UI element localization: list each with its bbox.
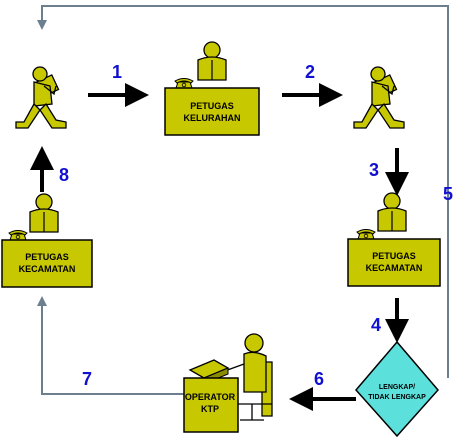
telephone-icon	[356, 229, 376, 240]
petugas-kecamatan-left-node: PETUGAS KECAMATAN	[1, 193, 93, 288]
clerk-at-desk-icon	[197, 41, 227, 81]
operator-ktp-label-line2: KTP	[201, 404, 219, 414]
operator-ktp-label-line1: OPERATOR	[185, 392, 236, 402]
operator-at-computer-icon	[188, 333, 273, 421]
petugas-kelurahan-label-line1: PETUGAS	[190, 101, 234, 111]
step-number-7: 7	[82, 369, 92, 389]
step-number-4: 4	[371, 315, 381, 335]
telephone-icon	[174, 78, 194, 89]
telephone-icon	[8, 230, 28, 241]
petugas-kecamatan-left-label-line2: KECAMATAN	[19, 264, 76, 274]
arrow-7	[37, 296, 184, 395]
operator-ktp-node: OPERATOR KTP	[183, 333, 273, 433]
clerk-at-desk-icon	[377, 192, 407, 232]
decision-label-line2: TIDAK LENGKAP	[368, 394, 426, 401]
petugas-kecamatan-right-label-line2: KECAMATAN	[366, 263, 423, 273]
walking-person-carrying-box-icon	[353, 66, 405, 129]
petugas-kelurahan-label-line2: KELURAHAN	[184, 113, 241, 123]
petugas-kecamatan-right-node: PETUGAS KECAMATAN	[347, 192, 441, 287]
step-number-6: 6	[314, 369, 324, 389]
petugas-kecamatan-left-label-line1: PETUGAS	[25, 252, 69, 262]
decision-diamond: LENGKAP/ TIDAK LENGKAP	[355, 340, 439, 438]
step-number-3: 3	[369, 160, 379, 180]
step-number-5: 5	[443, 184, 453, 204]
step-number-8: 8	[59, 165, 69, 185]
petugas-kelurahan-node: PETUGAS KELURAHAN	[164, 41, 260, 136]
step-number-2: 2	[305, 62, 315, 82]
step-number-1: 1	[112, 62, 122, 82]
clerk-at-desk-icon	[29, 193, 59, 233]
walking-person-carrying-box-icon	[15, 66, 67, 129]
arrow-5-return-loop	[37, 5, 449, 378]
decision-label-line1: LENGKAP/	[379, 384, 415, 391]
petugas-kecamatan-right-label-line1: PETUGAS	[372, 251, 416, 261]
